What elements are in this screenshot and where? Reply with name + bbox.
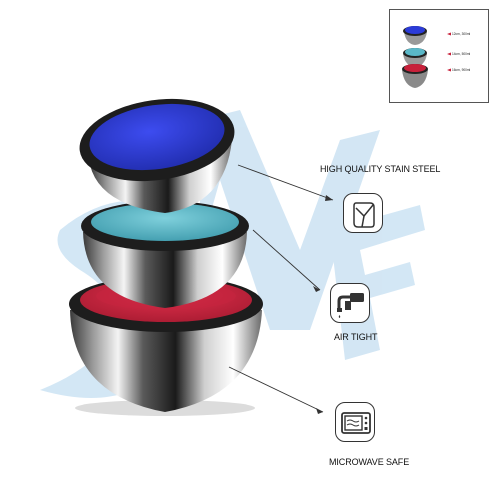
medium-container xyxy=(81,201,249,308)
inset-size-medium: 14cm, 500ml xyxy=(452,52,471,56)
steel-label: HIGH QUALITY STAIN STEEL xyxy=(320,164,441,174)
pointer-lines xyxy=(228,164,334,413)
airtight-label: AIR TIGHT xyxy=(334,332,378,342)
steel-shield-icon xyxy=(343,193,383,233)
microwave-label: MICROWAVE SAFE xyxy=(329,457,410,467)
microwave-icon xyxy=(335,402,375,442)
inset-size-large: 16cm, 900ml xyxy=(452,68,471,72)
small-container xyxy=(79,98,235,213)
pointer-arrowheads xyxy=(313,195,333,414)
inset-containers xyxy=(402,26,451,88)
inset-size-reference: 12cm, 300ml 14cm, 500ml 16cm, 900ml xyxy=(389,9,489,103)
air-tight-tap-icon xyxy=(330,283,370,323)
inset-size-small: 12cm, 300ml xyxy=(452,32,471,36)
